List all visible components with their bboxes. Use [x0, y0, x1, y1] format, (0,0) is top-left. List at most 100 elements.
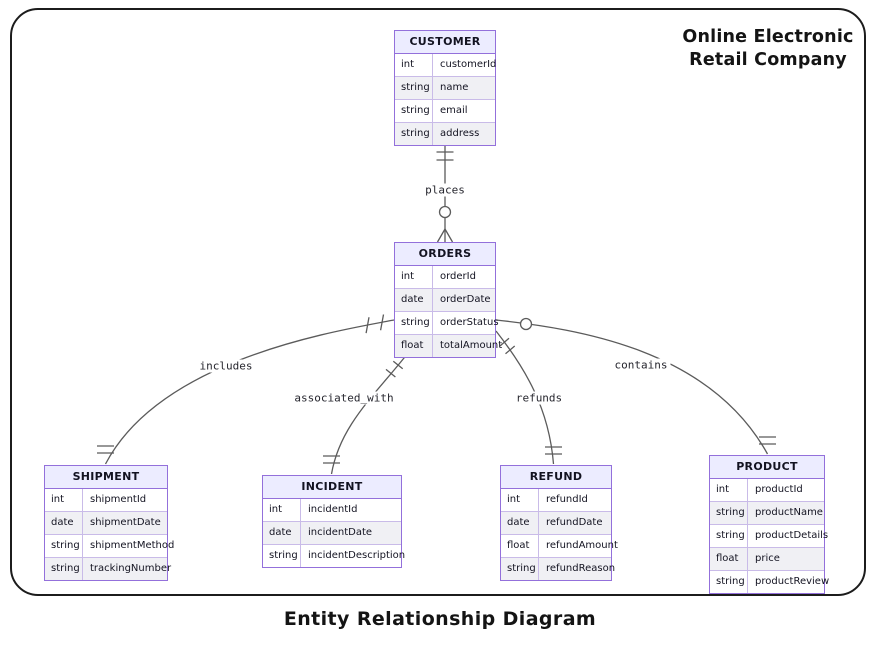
attribute-name: productId: [755, 484, 803, 495]
attribute-row: string orderStatus: [395, 311, 499, 334]
entity-orders: ORDERS int orderId date orderDate string…: [394, 242, 502, 358]
cardinality-tick: [323, 455, 340, 464]
cardinality-tick: [436, 151, 454, 161]
attribute-name: address: [440, 128, 480, 139]
relationship-label-refunds: refunds: [512, 391, 566, 405]
attribute-type: string: [710, 525, 748, 547]
attribute-row: string address: [395, 122, 495, 145]
relationship-label-associated-with: associated_with: [291, 391, 397, 405]
attribute-name: incidentDescription: [308, 550, 406, 561]
relationship-label-includes: includes: [196, 359, 256, 373]
entity-product: PRODUCT int productId string productName…: [709, 455, 829, 594]
attribute-row: date refundDate: [501, 511, 611, 534]
attribute-name: shipmentMethod: [90, 540, 175, 551]
cardinality-circle: [438, 205, 452, 219]
corner-title-line1: Online Electronic: [682, 27, 854, 47]
attribute-row: string incidentDescription: [263, 544, 405, 567]
attribute-name: orderDate: [440, 294, 491, 305]
attribute-row: string refundReason: [501, 557, 615, 580]
attribute-row: date orderDate: [395, 288, 495, 311]
attribute-row: int productId: [710, 479, 824, 501]
attribute-name: refundAmount: [546, 540, 618, 551]
attribute-row: float totalAmount: [395, 334, 502, 357]
attribute-name: productDetails: [755, 530, 829, 541]
attribute-name: price: [755, 553, 780, 564]
entity-title: INCIDENT: [263, 476, 401, 499]
diagram-corner-title: Online Electronic Retail Company: [656, 26, 880, 72]
entity-title: PRODUCT: [710, 456, 824, 479]
relationship-label-places: places: [422, 183, 468, 197]
attribute-row: date incidentDate: [263, 521, 401, 544]
relationship-line-associated-with: [323, 352, 409, 475]
attribute-name: shipmentId: [90, 494, 147, 505]
attribute-type: string: [45, 535, 83, 557]
cardinality-circle: [519, 317, 533, 331]
cardinality-crowfoot: [436, 228, 454, 243]
attribute-name: refundReason: [546, 563, 616, 574]
entity-title: REFUND: [501, 466, 611, 489]
attribute-type: int: [501, 489, 539, 511]
cardinality-tick: [385, 360, 404, 378]
attribute-row: int orderId: [395, 266, 495, 288]
entity-customer: CUSTOMER int customerId string name stri…: [394, 30, 496, 146]
relationship-label-contains: contains: [611, 358, 671, 372]
attribute-row: float price: [710, 547, 824, 570]
attribute-type: date: [263, 522, 301, 544]
attribute-row: float refundAmount: [501, 534, 618, 557]
relationship-line-includes: [97, 314, 395, 465]
cardinality-tick: [499, 337, 516, 355]
corner-title-line2: Retail Company: [689, 50, 847, 70]
entity-shipment: SHIPMENT int shipmentId date shipmentDat…: [44, 465, 174, 581]
attribute-type: string: [395, 100, 433, 122]
attribute-name: email: [440, 105, 468, 116]
attribute-name: trackingNumber: [90, 563, 172, 574]
attribute-name: refundDate: [546, 517, 603, 528]
entity-incident: INCIDENT int incidentId date incidentDat…: [262, 475, 405, 568]
attribute-row: int customerId: [395, 54, 497, 76]
attribute-type: string: [710, 571, 748, 593]
attribute-type: int: [710, 479, 748, 501]
attribute-row: date shipmentDate: [45, 511, 167, 534]
attribute-name: productName: [755, 507, 823, 518]
attribute-type: string: [395, 123, 433, 145]
attribute-name: productReview: [755, 576, 830, 587]
attribute-type: int: [395, 266, 433, 288]
attribute-type: int: [45, 489, 83, 511]
attribute-name: totalAmount: [440, 340, 503, 351]
attribute-type: string: [395, 312, 433, 334]
attribute-name: orderId: [440, 271, 476, 282]
cardinality-tick: [365, 314, 385, 334]
attribute-type: int: [395, 54, 433, 76]
entity-title: SHIPMENT: [45, 466, 167, 489]
attribute-row: int shipmentId: [45, 489, 167, 511]
attribute-name: incidentDate: [308, 527, 373, 538]
attribute-type: float: [395, 335, 433, 357]
attribute-row: string email: [395, 99, 495, 122]
attribute-type: string: [395, 77, 433, 99]
attribute-type: int: [263, 499, 301, 521]
entity-refund: REFUND int refundId date refundDate floa…: [500, 465, 618, 581]
attribute-row: int incidentId: [263, 499, 401, 521]
cardinality-tick: [759, 436, 776, 445]
attribute-name: orderStatus: [440, 317, 499, 328]
attribute-type: string: [710, 502, 748, 524]
relationship-line-contains: [495, 317, 776, 455]
attribute-row: string productName: [710, 501, 824, 524]
relationship-line-refunds: [495, 330, 562, 465]
entity-title: CUSTOMER: [395, 31, 495, 54]
entity-title: ORDERS: [395, 243, 495, 266]
attribute-name: customerId: [440, 59, 497, 70]
diagram-caption: Entity Relationship Diagram: [283, 608, 597, 630]
attribute-row: string productDetails: [710, 524, 828, 547]
attribute-name: incidentId: [308, 504, 358, 515]
attribute-row: string name: [395, 76, 495, 99]
attribute-row: string productReview: [710, 570, 829, 593]
attribute-type: string: [45, 558, 83, 580]
attribute-name: name: [440, 82, 469, 93]
attribute-type: float: [501, 535, 539, 557]
attribute-row: int refundId: [501, 489, 611, 511]
attribute-name: shipmentDate: [90, 517, 161, 528]
attribute-type: date: [45, 512, 83, 534]
